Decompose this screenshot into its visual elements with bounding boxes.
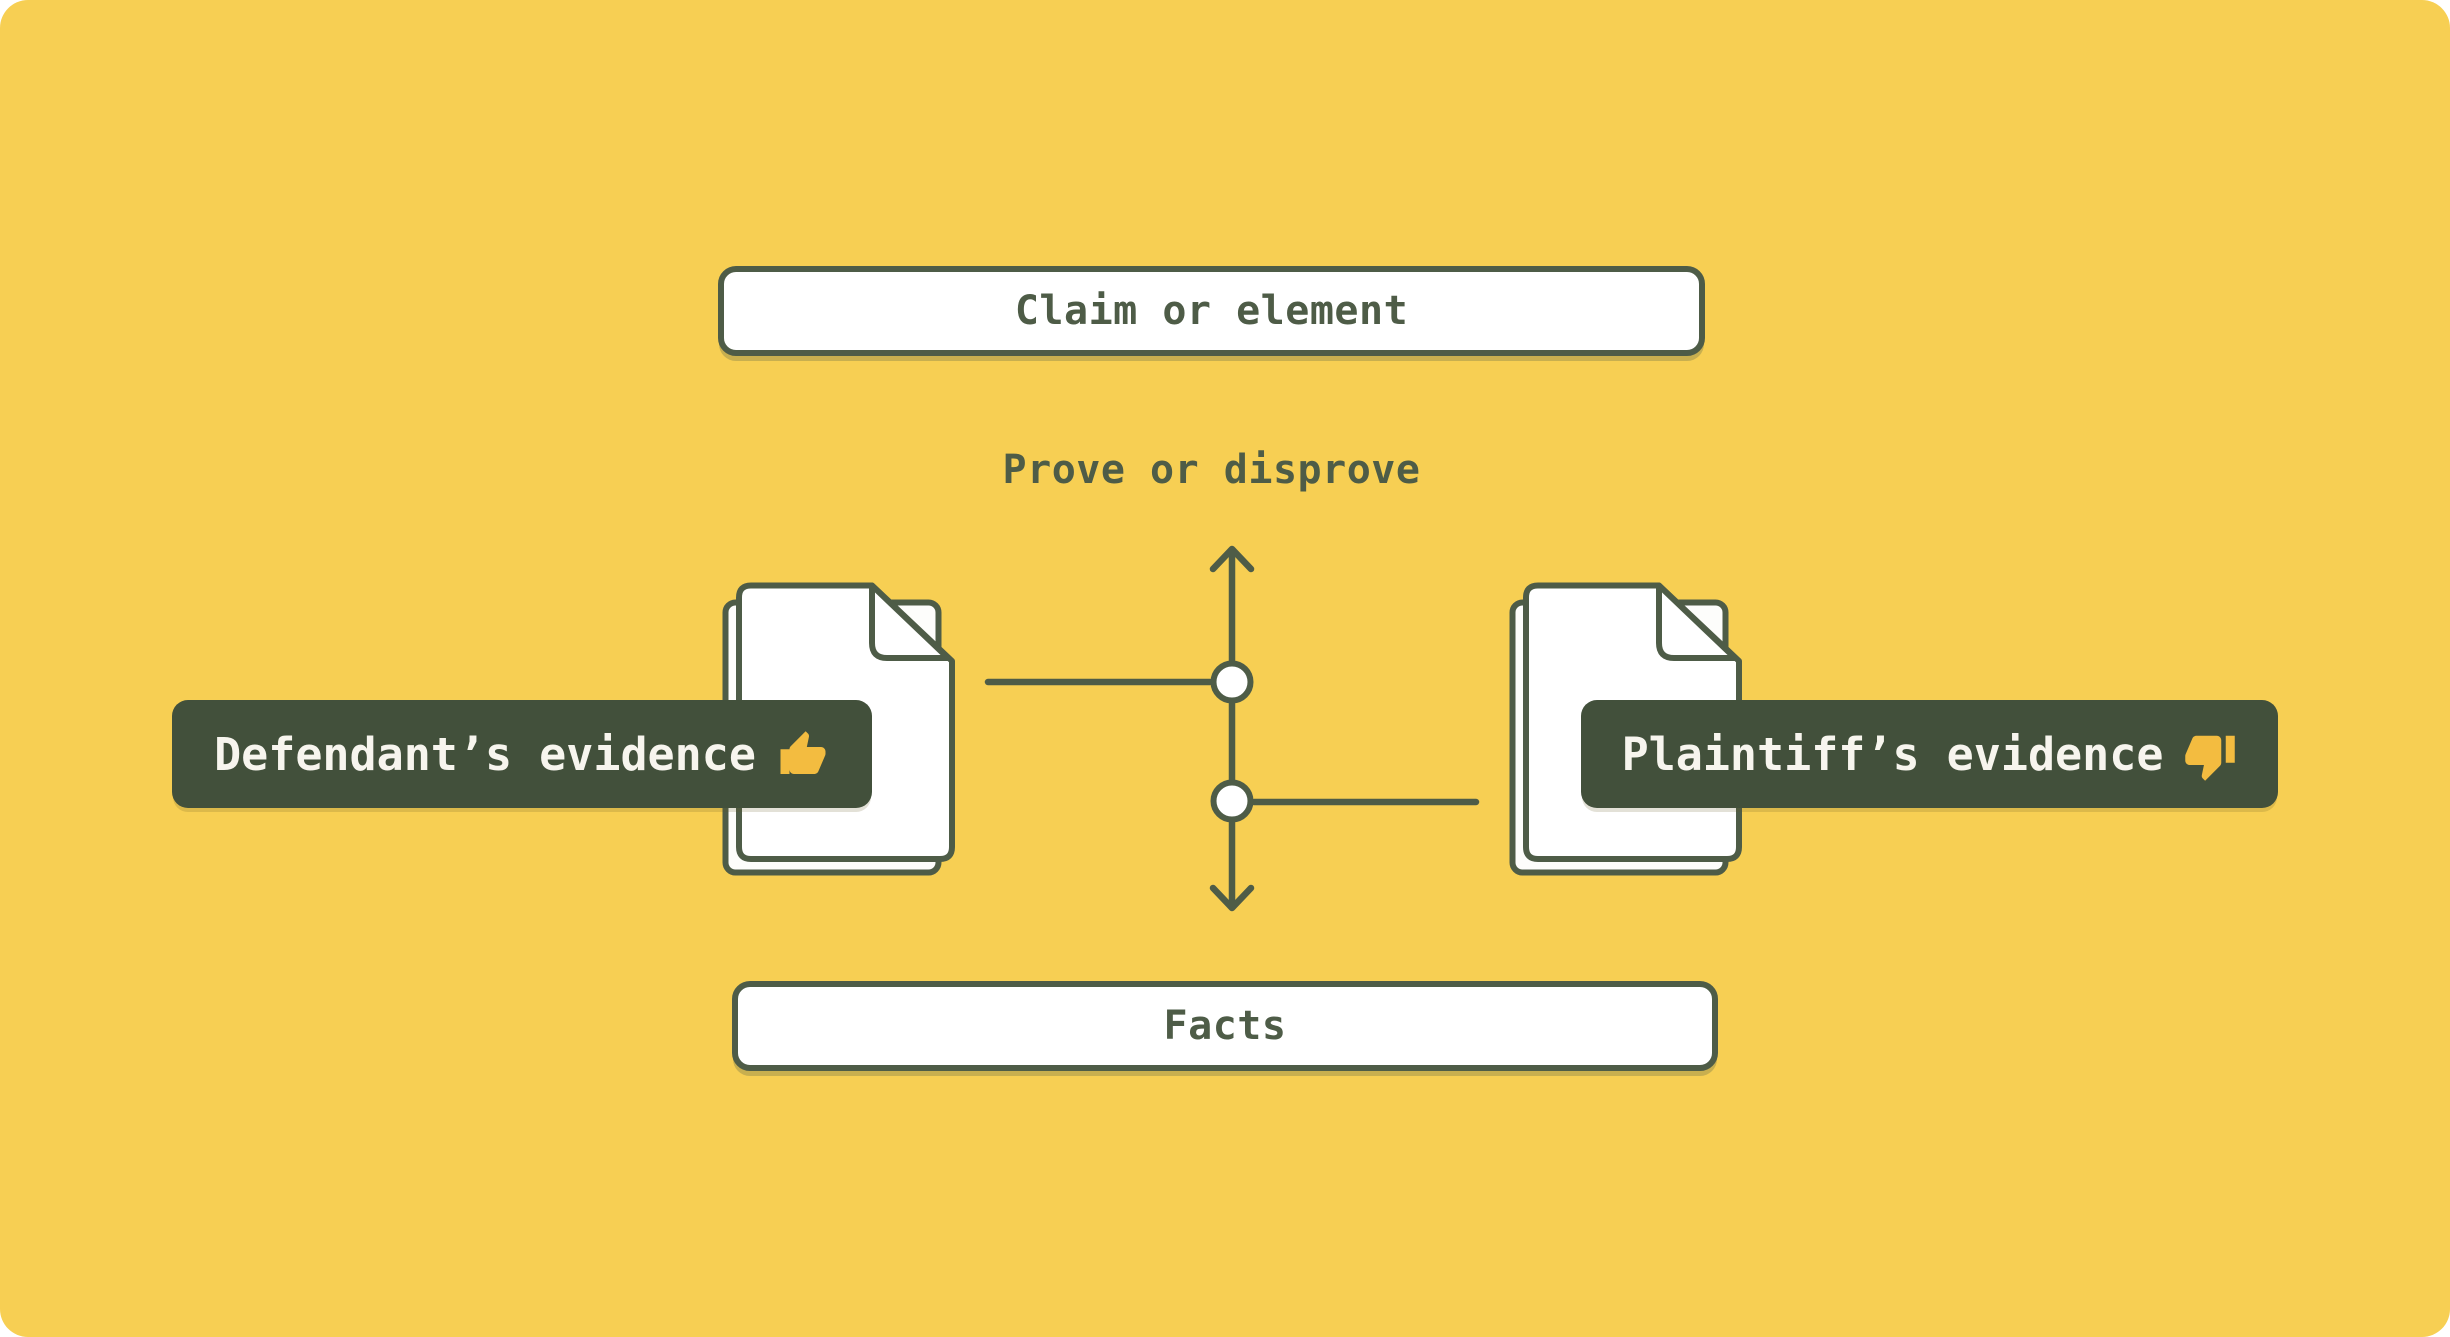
prove-or-disprove-label: Prove or disprove [1002,447,1421,493]
document-fold-corner [1656,582,1738,661]
connector-node-circle [1210,660,1254,704]
facts-node-label: Facts [1163,1003,1287,1049]
thumbs-down-icon [2185,735,2236,781]
down-arrow-icon [1209,884,1255,912]
defendant-evidence-text: Defendant’s evidence [214,727,756,781]
plaintiff-evidence-label: Plaintiff’s evidence [1581,700,2278,808]
plaintiff-evidence-text: Plaintiff’s evidence [1621,727,2164,781]
claim-node-label: Claim or element [1014,288,1409,334]
up-arrow-icon [1209,545,1255,573]
connector-node-circle [1210,779,1254,823]
document-fold-corner [869,582,951,661]
thumbs-up-icon [780,731,826,774]
defendant-evidence-label: Defendant’s evidence [172,700,872,808]
facts-node: Facts [732,981,1718,1071]
claim-node: Claim or element [718,266,1705,356]
